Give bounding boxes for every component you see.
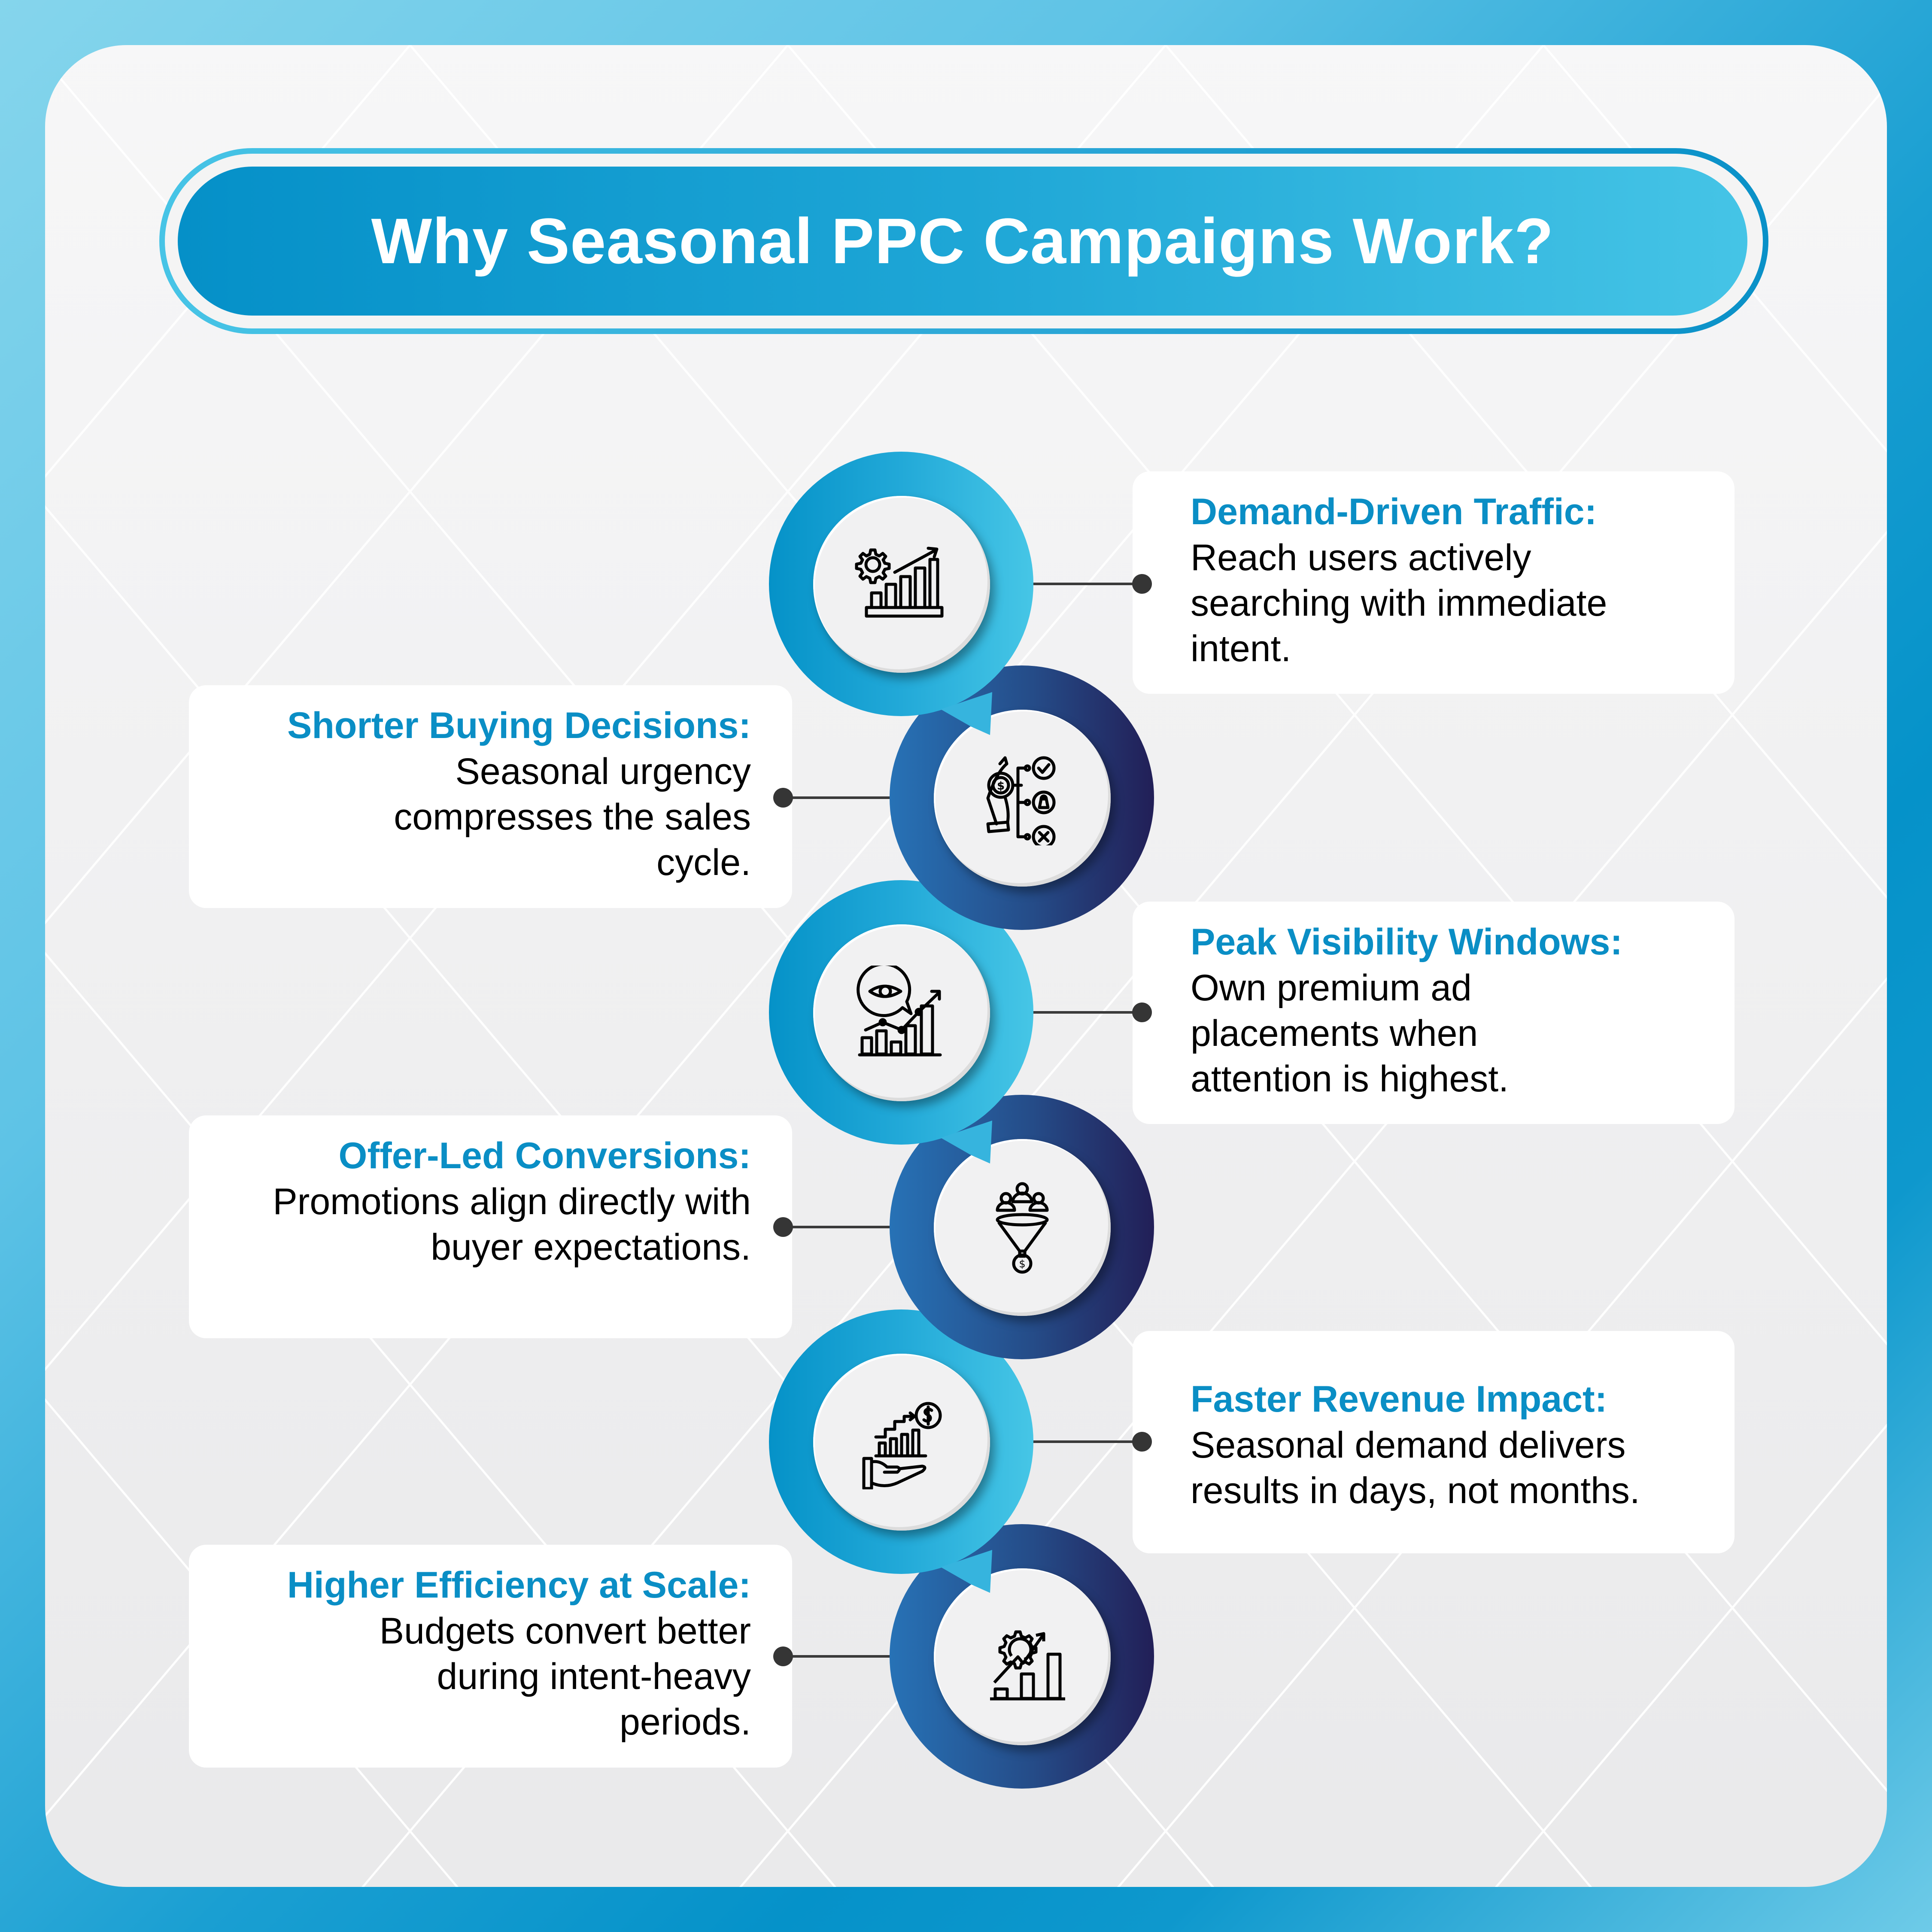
eye-visibility-chart-icon [854, 962, 949, 1060]
connector-line-4 [784, 1226, 904, 1228]
step-ring-1 [769, 452, 1033, 735]
info-card-faster-revenue-impact: Faster Revenue Impact: Seasonal demand d… [1133, 1331, 1735, 1553]
connector-dot [1132, 574, 1152, 594]
info-card-title: Shorter Buying Decisions: [287, 705, 751, 746]
info-card-title: Higher Efficiency at Scale: [287, 1564, 751, 1606]
info-card-title: Peak Visibility Windows: [1191, 921, 1623, 963]
svg-text:$: $ [997, 780, 1005, 793]
connector-line-5 [1021, 1440, 1142, 1443]
connector-dot [773, 788, 793, 808]
icon-badge [934, 1568, 1111, 1745]
info-card-title: Demand-Driven Traffic: [1191, 491, 1597, 532]
connector-dot [773, 1217, 793, 1237]
page-title: Why Seasonal PPC Campaigns Work? [371, 205, 1554, 277]
icon-badge: $ [934, 1139, 1111, 1316]
icon-badge [813, 496, 990, 673]
connector-line-3 [1021, 1011, 1142, 1014]
icon-badge [813, 1354, 990, 1531]
step-ring-3 [769, 880, 1033, 1163]
hand-revenue-growth-icon [854, 1395, 949, 1490]
icon-badge [813, 924, 990, 1101]
info-card-body: Reach users actively searching with imme… [1191, 537, 1607, 669]
title-banner: Why Seasonal PPC Campaigns Work? [178, 167, 1747, 316]
gear-growth-chart-icon [854, 537, 949, 632]
connector-line-2 [784, 796, 904, 799]
hand-coin-decision-icon: $ [975, 751, 1069, 849]
svg-text:$: $ [1019, 1258, 1025, 1270]
connector-line-6 [784, 1655, 904, 1658]
gear-efficiency-chart-icon [975, 1610, 1069, 1704]
info-card-title: Offer-Led Conversions: [338, 1135, 751, 1176]
info-card-demand-driven-traffic: Demand-Driven Traffic: Reach users activ… [1133, 471, 1735, 694]
info-card-body: Budgets convert better during intent-hea… [379, 1610, 751, 1743]
info-card-shorter-buying-decisions: Shorter Buying Decisions: Seasonal urgen… [189, 685, 792, 908]
icon-badge: $ [934, 710, 1111, 887]
info-card-peak-visibility-windows: Peak Visibility Windows: Own premium ad … [1133, 902, 1735, 1124]
sales-funnel-icon: $ [975, 1180, 1069, 1275]
info-card-body: Promotions align directly with buyer exp… [273, 1181, 751, 1268]
info-card-higher-efficiency-at-scale: Higher Efficiency at Scale: Budgets conv… [189, 1545, 792, 1768]
connector-dot [773, 1646, 793, 1666]
connector-dot [1132, 1002, 1152, 1022]
connector-dot [1132, 1432, 1152, 1452]
info-card-body: Seasonal demand delivers results in days… [1191, 1425, 1640, 1511]
info-card-title: Faster Revenue Impact: [1191, 1379, 1607, 1420]
info-card-body: Own premium ad placements when attention… [1191, 967, 1509, 1100]
info-card-body: Seasonal urgency compresses the sales cy… [394, 751, 751, 883]
connector-line-1 [1021, 583, 1142, 585]
info-card-offer-led-conversions: Offer-Led Conversions: Promotions align … [189, 1115, 792, 1338]
